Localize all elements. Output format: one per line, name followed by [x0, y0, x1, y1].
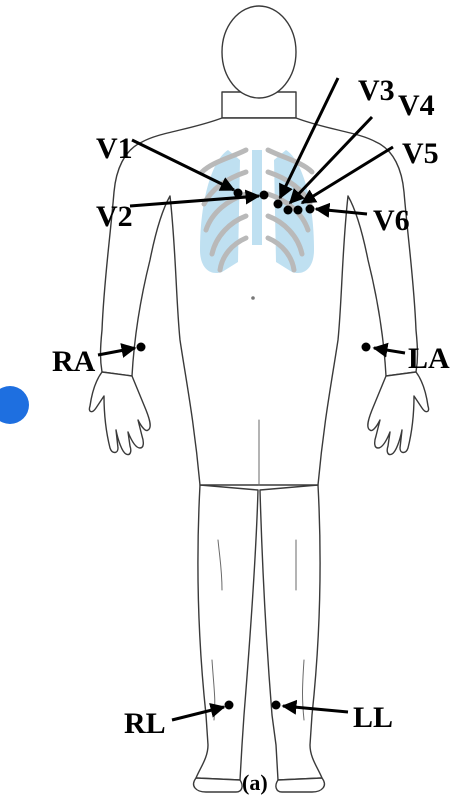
electrode-rl — [225, 701, 234, 710]
label-rl: RL — [124, 707, 166, 740]
label-ll: LL — [353, 701, 393, 734]
label-v3: V3 — [358, 74, 395, 107]
label-v1: V1 — [96, 132, 133, 165]
label-v5: V5 — [402, 137, 439, 170]
electrode-ll — [272, 701, 281, 710]
label-ra: RA — [52, 345, 96, 378]
electrode-v2 — [260, 191, 269, 200]
body-outline — [89, 6, 428, 792]
electrode-v6 — [306, 205, 315, 214]
label-v2: V2 — [96, 200, 133, 233]
figure-caption: (a) — [242, 770, 268, 795]
label-v4: V4 — [398, 89, 435, 122]
label-v6: V6 — [373, 204, 410, 237]
side-marker — [0, 386, 29, 424]
electrode-ra — [137, 343, 146, 352]
label-la: LA — [408, 342, 450, 375]
electrode-v4 — [284, 206, 293, 215]
electrode-v5 — [294, 206, 303, 215]
electrode-v3 — [274, 200, 283, 209]
electrode-la — [362, 343, 371, 352]
